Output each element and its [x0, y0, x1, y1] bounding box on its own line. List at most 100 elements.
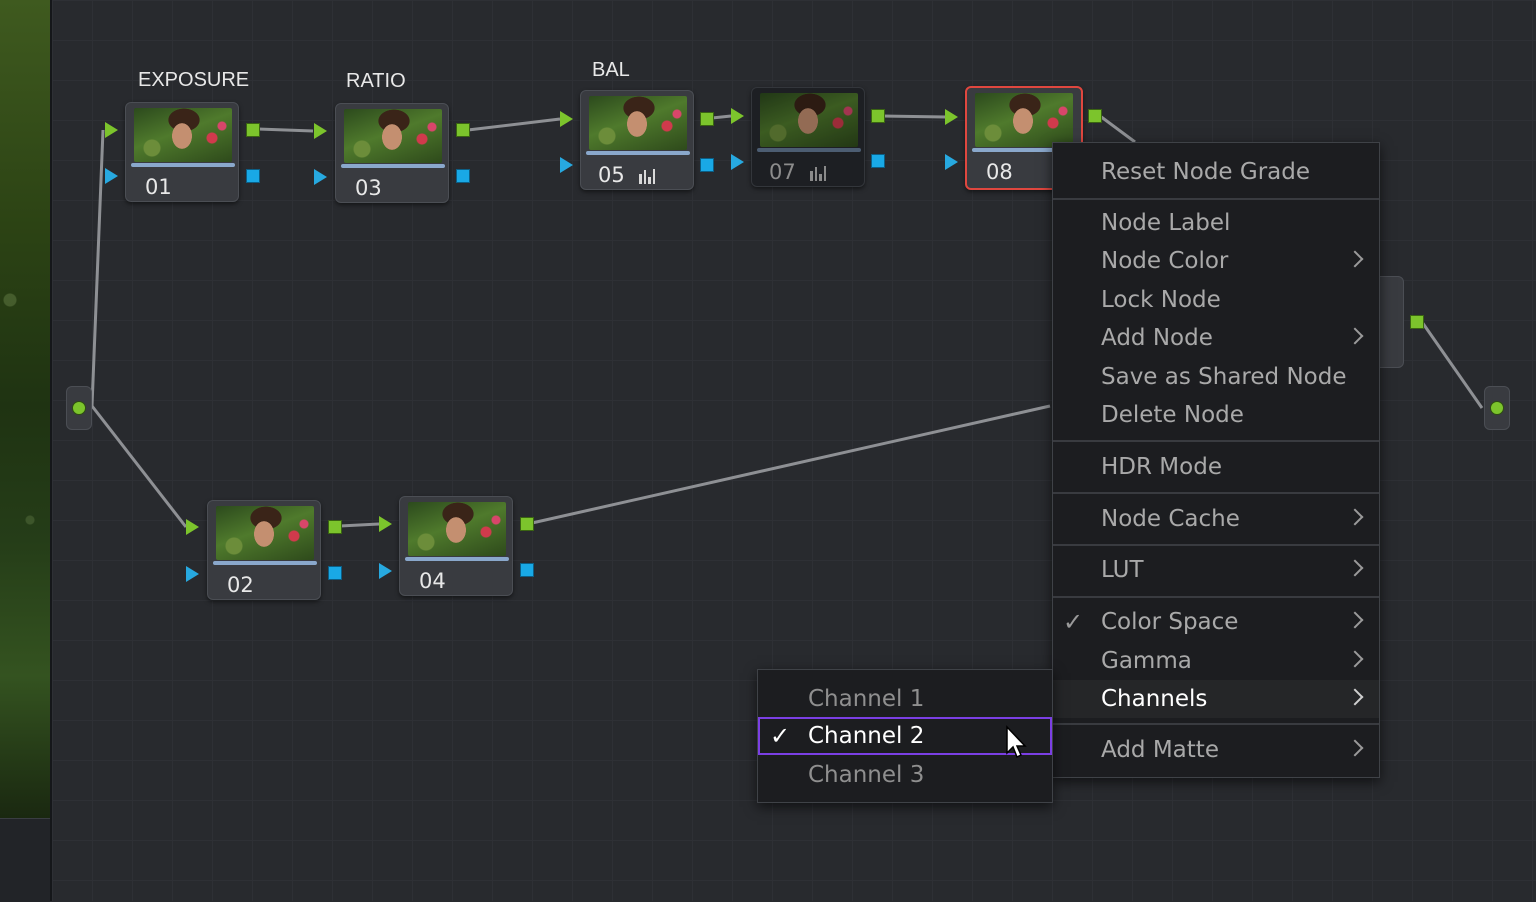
menu-color-space[interactable]: ✓Color Space	[1053, 603, 1379, 641]
output-dot[interactable]	[1490, 401, 1504, 415]
chevron-right-icon	[1346, 688, 1364, 706]
chevron-right-icon	[1346, 650, 1364, 668]
node-bar	[405, 557, 509, 561]
node-number: 05	[598, 163, 625, 187]
viewer-strip-footer	[0, 818, 50, 902]
node-number: 02	[227, 573, 254, 597]
input-dot[interactable]	[72, 401, 86, 415]
node-07-rgb-output[interactable]	[871, 109, 885, 123]
node-01-rgb-output[interactable]	[246, 123, 260, 137]
chevron-right-icon	[1346, 508, 1364, 526]
node-05-key-input[interactable]	[560, 157, 573, 173]
chevron-right-icon	[1346, 327, 1364, 345]
node-07-key-input[interactable]	[731, 154, 744, 170]
node-label-exposure: EXPOSURE	[138, 69, 250, 91]
menu-separator	[1053, 492, 1379, 494]
submenu-channel-1[interactable]: Channel 1	[808, 686, 925, 712]
menu-save-as-shared-node[interactable]: Save as Shared Node	[1101, 364, 1347, 390]
menu-gamma[interactable]: Gamma	[1053, 642, 1379, 680]
node-07-key-output[interactable]	[871, 154, 885, 168]
chevron-right-icon	[1346, 559, 1364, 577]
node-bar	[341, 164, 445, 168]
node-02-key-input[interactable]	[186, 566, 199, 582]
menu-separator	[1053, 723, 1379, 725]
menu-separator	[1053, 440, 1379, 442]
output-node[interactable]	[1484, 386, 1510, 430]
node-bar	[972, 148, 1076, 152]
node-08-key-input[interactable]	[945, 154, 958, 170]
merge-node[interactable]	[1378, 276, 1404, 368]
node-label-bal: BAL	[592, 59, 630, 81]
submenu-channel-2[interactable]: ✓Channel 2	[758, 717, 1052, 755]
menu-channels[interactable]: Channels	[1053, 680, 1379, 718]
menu-lock-node[interactable]: Lock Node	[1101, 287, 1221, 313]
node-thumbnail	[216, 506, 314, 560]
node-01-key-output[interactable]	[246, 169, 260, 183]
node-01[interactable]: 01	[125, 102, 239, 202]
levels-icon	[810, 166, 826, 181]
channels-submenu: Channel 1 ✓Channel 2 Channel 3	[757, 669, 1053, 803]
node-02-rgb-input[interactable]	[186, 519, 199, 535]
wire-merge-out	[1420, 321, 1484, 409]
node-08-rgb-output[interactable]	[1088, 109, 1102, 123]
node-04-rgb-output[interactable]	[520, 517, 534, 531]
menu-hdr-mode[interactable]: HDR Mode	[1101, 454, 1222, 480]
node-05[interactable]: 05	[580, 90, 694, 190]
node-01-rgb-input[interactable]	[105, 122, 118, 138]
menu-lut[interactable]: LUT	[1053, 551, 1379, 589]
node-04[interactable]: 04	[399, 496, 513, 596]
menu-add-matte[interactable]: Add Matte	[1053, 731, 1379, 769]
node-03[interactable]: 03	[335, 103, 449, 203]
checkmark-icon: ✓	[1063, 608, 1084, 636]
node-05-key-output[interactable]	[700, 158, 714, 172]
node-bar	[213, 561, 317, 565]
submenu-channel-3[interactable]: Channel 3	[808, 762, 925, 788]
node-08[interactable]: 08	[965, 86, 1083, 190]
node-03-rgb-output[interactable]	[456, 123, 470, 137]
node-07-rgb-input[interactable]	[731, 108, 744, 124]
node-04-rgb-input[interactable]	[379, 516, 392, 532]
node-number: 04	[419, 569, 446, 593]
node-02[interactable]: 02	[207, 500, 321, 600]
node-thumbnail	[760, 93, 858, 147]
node-05-rgb-output[interactable]	[700, 112, 714, 126]
menu-add-node[interactable]: Add Node	[1053, 319, 1379, 357]
node-context-menu: Reset Node Grade Node Label Node Color L…	[1052, 142, 1380, 778]
node-thumbnail	[589, 96, 687, 150]
chevron-right-icon	[1346, 611, 1364, 629]
node-02-rgb-output[interactable]	[328, 520, 342, 534]
node-03-rgb-input[interactable]	[314, 123, 327, 139]
wire-07-08	[882, 114, 947, 119]
menu-separator	[1053, 544, 1379, 546]
menu-node-color[interactable]: Node Color	[1053, 242, 1379, 280]
node-01-key-input[interactable]	[105, 168, 118, 184]
input-node[interactable]	[66, 386, 92, 430]
node-08-rgb-input[interactable]	[945, 109, 958, 125]
node-04-key-output[interactable]	[520, 563, 534, 577]
menu-reset-node-grade[interactable]: Reset Node Grade	[1101, 159, 1311, 185]
menu-node-label[interactable]: Node Label	[1101, 210, 1231, 236]
merge-node-output[interactable]	[1410, 315, 1424, 329]
viewer-strip	[0, 0, 52, 902]
node-02-key-output[interactable]	[328, 566, 342, 580]
node-03-key-output[interactable]	[456, 169, 470, 183]
node-bar	[757, 148, 861, 152]
node-bar	[586, 151, 690, 155]
wire-input-02	[90, 405, 188, 528]
wire-03-05	[467, 117, 561, 132]
menu-delete-node[interactable]: Delete Node	[1101, 402, 1244, 428]
menu-node-cache[interactable]: Node Cache	[1053, 500, 1379, 538]
node-03-key-input[interactable]	[314, 169, 327, 185]
menu-separator	[1053, 198, 1379, 200]
node-07[interactable]: 07	[751, 87, 865, 187]
wire-02-04	[339, 522, 380, 528]
wire-01-03	[257, 127, 314, 133]
node-05-rgb-input[interactable]	[560, 111, 573, 127]
node-number: 01	[145, 175, 172, 199]
checkmark-icon: ✓	[770, 722, 791, 750]
menu-separator	[1053, 596, 1379, 598]
node-thumbnail	[408, 502, 506, 556]
node-04-key-input[interactable]	[379, 563, 392, 579]
wire-04-merge	[531, 404, 1051, 525]
node-number: 08	[986, 160, 1013, 184]
